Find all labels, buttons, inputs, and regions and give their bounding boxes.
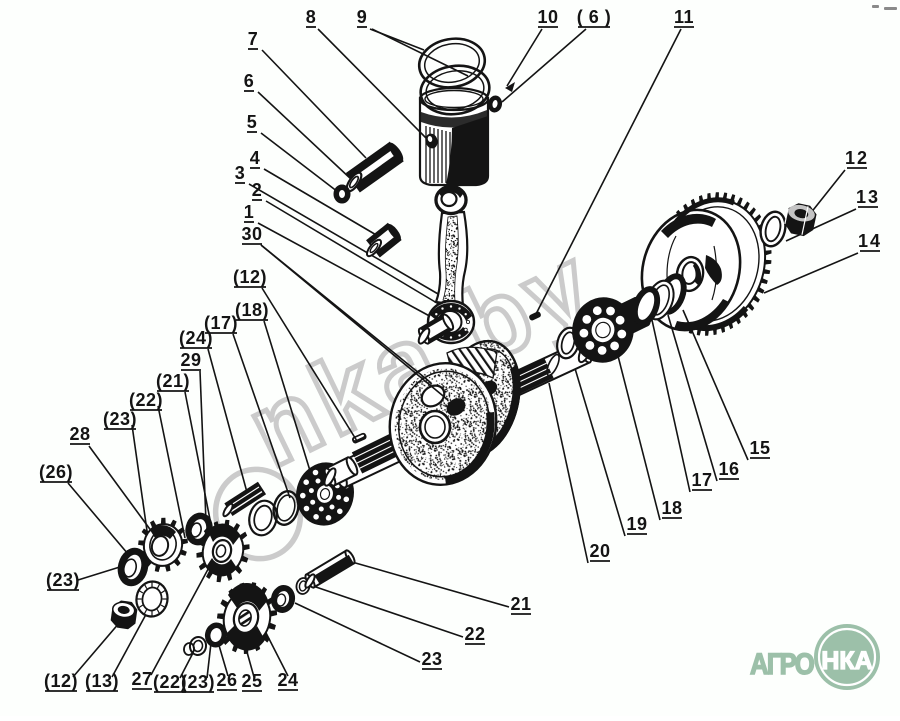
svg-text:10: 10 (537, 7, 558, 27)
svg-text:22: 22 (464, 624, 485, 644)
svg-text:(23): (23) (181, 672, 215, 692)
svg-text:11: 11 (674, 7, 694, 27)
svg-text:( 6 ): ( 6 ) (577, 7, 612, 27)
svg-text:30: 30 (241, 224, 262, 244)
svg-text:19: 19 (626, 514, 647, 534)
svg-text:1: 1 (244, 202, 255, 222)
svg-text:18: 18 (661, 498, 682, 518)
svg-text:16: 16 (718, 459, 739, 479)
svg-text:8: 8 (306, 7, 317, 27)
svg-text:4: 4 (250, 148, 261, 168)
svg-text:6: 6 (244, 71, 255, 91)
svg-text:НКА: НКА (821, 647, 872, 675)
svg-text:27: 27 (131, 669, 152, 689)
svg-text:АГРО: АГРО (750, 648, 814, 681)
svg-text:20: 20 (589, 541, 610, 561)
svg-text:25: 25 (241, 671, 262, 691)
svg-text:28: 28 (69, 424, 90, 444)
svg-text:(13): (13) (85, 671, 119, 691)
svg-text:(24): (24) (179, 328, 213, 348)
svg-text:(22): (22) (129, 390, 163, 410)
svg-text:15: 15 (749, 438, 770, 458)
svg-text:(18): (18) (235, 300, 269, 320)
svg-text:9: 9 (357, 7, 368, 27)
svg-text:23: 23 (421, 649, 442, 669)
svg-text:(12): (12) (233, 267, 267, 287)
svg-text:(23): (23) (46, 570, 80, 590)
svg-text:3: 3 (235, 163, 246, 183)
svg-text:17: 17 (691, 470, 712, 490)
svg-text:5: 5 (247, 112, 258, 132)
svg-text:(23): (23) (103, 409, 137, 429)
svg-text:(21): (21) (156, 371, 190, 391)
svg-text:(12): (12) (44, 671, 78, 691)
svg-text:21: 21 (510, 594, 531, 614)
svg-text:12: 12 (845, 148, 869, 168)
svg-text:(17): (17) (204, 313, 238, 333)
svg-text:(22): (22) (153, 672, 187, 692)
svg-text:29: 29 (180, 350, 201, 370)
svg-text:(26): (26) (39, 462, 73, 482)
svg-text:24: 24 (277, 670, 298, 690)
svg-text:7: 7 (248, 29, 259, 49)
svg-text:26: 26 (216, 670, 237, 690)
svg-text:14: 14 (858, 231, 882, 251)
svg-text:13: 13 (856, 187, 880, 207)
svg-text:2: 2 (252, 180, 263, 200)
